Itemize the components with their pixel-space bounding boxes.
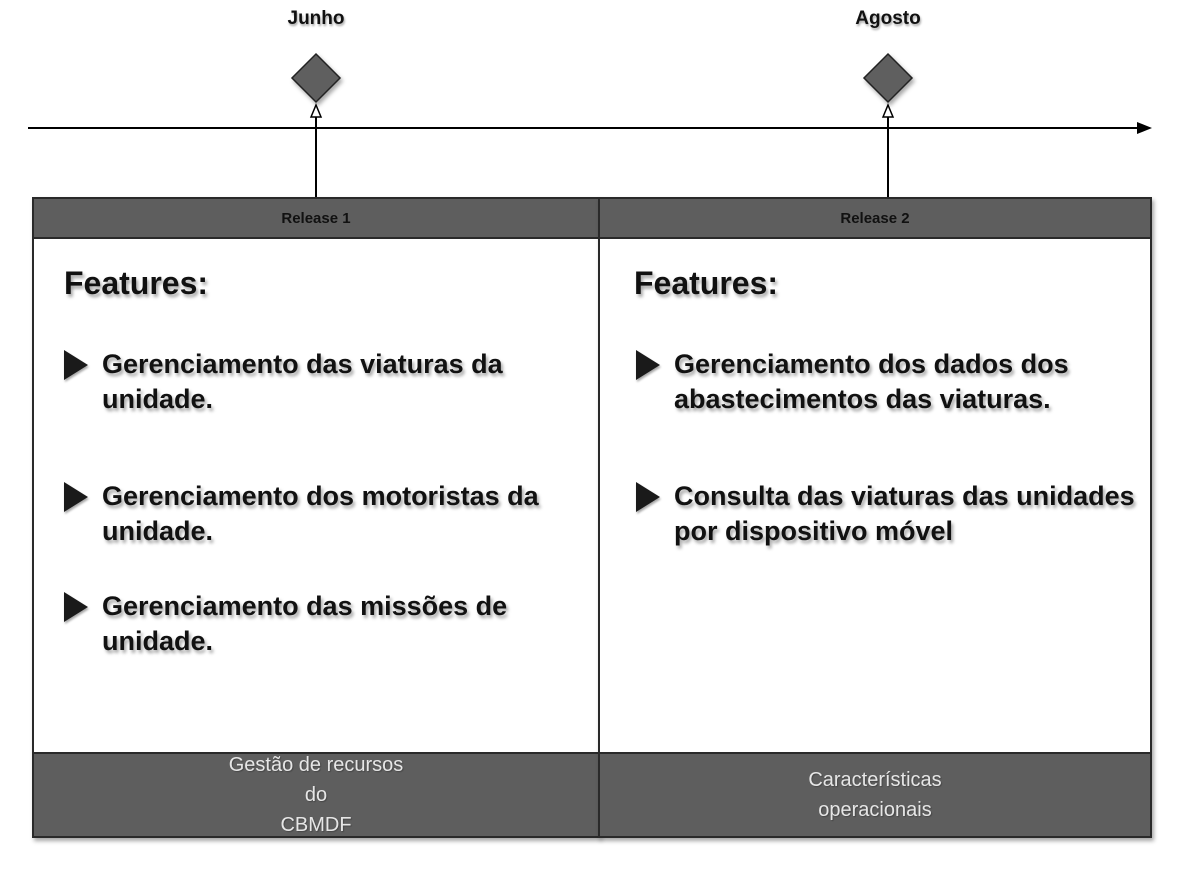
triangle-bullet-icon xyxy=(636,482,660,512)
triangle-bullet-icon xyxy=(64,350,88,380)
milestone-label-junho: Junho xyxy=(287,8,345,29)
release-1-feature-item: Gerenciamento dos motoristas da unidade. xyxy=(64,479,584,549)
release-2-footer: Características operacionais xyxy=(600,752,1150,836)
release-1-body: Features: Gerenciamento das viaturas da … xyxy=(34,239,598,752)
release-1-features-title: Features: xyxy=(64,265,209,301)
triangle-bullet-icon xyxy=(64,482,88,512)
milestone-label-agosto: Agosto xyxy=(855,8,921,29)
feature-text: Gerenciamento dos dados dos abasteciment… xyxy=(674,349,1069,414)
release-2-feature-item: Gerenciamento dos dados dos abasteciment… xyxy=(636,347,1136,417)
connector-arrowhead-agosto xyxy=(881,103,895,118)
release-1-footer-text: Gestão de recursos do CBMDF xyxy=(228,754,404,836)
release-2-footer-text: Características operacionais xyxy=(808,769,942,821)
feature-text: Consulta das viaturas das unidades por d… xyxy=(674,481,1135,546)
release-2-feature-item: Consulta das viaturas das unidades por d… xyxy=(636,479,1136,549)
release-2-header: Release 2 xyxy=(600,199,1150,239)
release-1-feature-item: Gerenciamento das missões de unidade. xyxy=(64,589,584,659)
release-1-footer: Gestão de recursos do CBMDF xyxy=(34,752,598,836)
feature-text: Gerenciamento das missões de unidade. xyxy=(102,591,508,656)
feature-text: Gerenciamento dos motoristas da unidade. xyxy=(102,481,539,546)
feature-text: Gerenciamento das viaturas da unidade. xyxy=(102,349,503,414)
triangle-bullet-icon xyxy=(636,350,660,380)
milestone-diamond-agosto xyxy=(862,52,914,104)
release-2-features-title: Features: xyxy=(634,265,779,301)
triangle-bullet-icon xyxy=(64,592,88,622)
release-1-column: Release 1 Features: Gerenciamento das vi… xyxy=(32,197,600,838)
connector-arrowhead-junho xyxy=(309,103,323,118)
release-1-feature-item: Gerenciamento das viaturas da unidade. xyxy=(64,347,584,417)
timeline xyxy=(28,52,1152,197)
release-2-column: Release 2 Features: Gerenciamento dos da… xyxy=(598,197,1152,838)
milestone-diamond-junho xyxy=(290,52,342,104)
release-1-header: Release 1 xyxy=(34,199,598,239)
timeline-arrowhead xyxy=(1137,122,1152,134)
release-2-body: Features: Gerenciamento dos dados dos ab… xyxy=(600,239,1150,752)
